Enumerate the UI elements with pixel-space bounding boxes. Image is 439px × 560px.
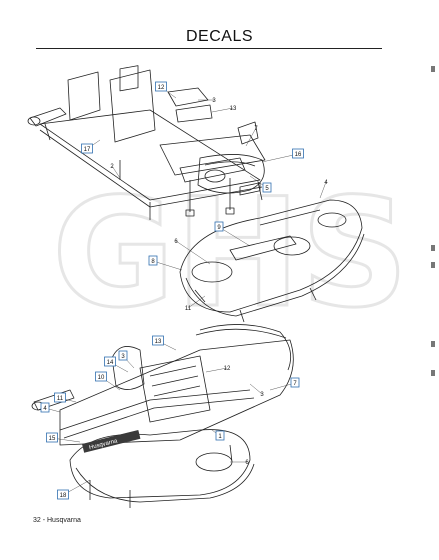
side-mark-5 xyxy=(431,370,435,376)
callout-c17: 17 xyxy=(81,139,101,154)
callout-label: 14 xyxy=(107,360,114,366)
callout-label: 13 xyxy=(155,339,162,345)
callout-c6b: 6 xyxy=(230,460,249,466)
callout-label: 3 xyxy=(212,98,216,104)
callout-c7b: 7 xyxy=(269,377,300,391)
callout-box xyxy=(148,255,158,266)
callout-c16: 16 xyxy=(261,148,304,163)
leader-line xyxy=(319,181,327,199)
callout-layer: 12 3 13 7 17 2 16 5 4 9 6 8 11 13 3 14 10 12 7 4 11 3 1 15 6 18 xyxy=(40,81,328,500)
leader-line xyxy=(187,295,206,309)
callout-c11b: 11 xyxy=(54,392,77,403)
callout-label: 4 xyxy=(43,406,47,412)
brand-decal: Husqvarna xyxy=(81,429,141,453)
callout-label: 6 xyxy=(174,239,178,245)
callout-box xyxy=(46,432,58,443)
mower-assembly-bottom xyxy=(31,324,294,508)
leader-line xyxy=(218,226,251,247)
callout-box xyxy=(54,392,66,403)
frame-assembly-top xyxy=(27,65,266,220)
leader-line xyxy=(205,367,228,373)
callout-c8: 8 xyxy=(148,255,183,271)
callout-box xyxy=(152,335,164,346)
callout-label: 17 xyxy=(84,147,91,153)
callout-box xyxy=(262,182,272,193)
callout-box xyxy=(118,350,128,361)
callout-c1: 1 xyxy=(211,429,225,441)
callout-c18: 18 xyxy=(57,479,91,500)
callout-label: 16 xyxy=(295,152,302,158)
side-mark-3 xyxy=(431,262,435,268)
callout-label: 7 xyxy=(293,381,297,387)
leader-line xyxy=(211,107,234,113)
callout-c3b: 3 xyxy=(118,350,135,369)
callout-c4a: 4 xyxy=(319,180,328,199)
side-mark-1 xyxy=(431,66,435,72)
callout-c4b: 4 xyxy=(40,402,61,413)
callout-label: 12 xyxy=(224,366,231,372)
callout-box xyxy=(155,81,167,92)
callout-c12b: 12 xyxy=(205,366,231,373)
callout-c7a: 7 xyxy=(245,126,258,147)
callout-c13a: 13 xyxy=(211,106,237,113)
callout-label: 15 xyxy=(49,436,56,442)
callout-c10: 10 xyxy=(95,371,121,391)
callout-label: 11 xyxy=(185,306,192,312)
callout-c2a: 2 xyxy=(110,164,121,179)
leader-line xyxy=(152,260,183,271)
callout-box xyxy=(215,430,225,441)
page-footer: 32 - Husqvarna xyxy=(33,517,81,524)
title-rule xyxy=(36,48,382,49)
callout-label: 12 xyxy=(158,85,165,91)
callout-label: 9 xyxy=(217,225,221,231)
callout-box xyxy=(81,143,93,154)
side-mark-2 xyxy=(431,245,435,251)
leader-line xyxy=(245,127,257,147)
callout-box xyxy=(40,402,50,413)
deck-assembly-middle xyxy=(179,182,365,323)
callout-c13b: 13 xyxy=(152,335,177,351)
callout-box xyxy=(95,371,107,382)
callout-c11a: 11 xyxy=(185,295,206,312)
side-mark-4 xyxy=(431,341,435,347)
page-title: DECALS xyxy=(185,28,254,45)
callout-c15: 15 xyxy=(46,432,81,443)
exploded-diagram: GHS xyxy=(27,65,410,508)
callout-label: 2 xyxy=(110,164,114,170)
callout-box xyxy=(104,356,116,367)
callout-box xyxy=(57,489,69,500)
callout-label: 3 xyxy=(260,392,264,398)
callout-label: 11 xyxy=(57,396,64,402)
leader-line xyxy=(175,240,211,265)
leader-line xyxy=(249,383,263,395)
callout-c3a: 3 xyxy=(198,98,216,104)
callout-label: 8 xyxy=(151,259,155,265)
callout-label: 6 xyxy=(245,460,249,466)
callout-box xyxy=(290,377,300,388)
leader-line xyxy=(111,165,121,179)
callout-label: 10 xyxy=(98,375,105,381)
callout-c6a: 6 xyxy=(174,239,211,265)
callout-box xyxy=(214,221,224,232)
callout-label: 13 xyxy=(230,106,237,112)
callout-c14: 14 xyxy=(104,356,129,373)
callout-label: 7 xyxy=(254,126,258,132)
callout-label: 4 xyxy=(324,180,328,186)
callout-label: 1 xyxy=(218,434,222,440)
callout-c9: 9 xyxy=(214,221,251,247)
callout-c5: 5 xyxy=(249,175,272,193)
callout-box xyxy=(292,148,304,159)
callout-label: 18 xyxy=(60,493,67,499)
callout-c12a: 12 xyxy=(155,81,177,99)
callout-c3c: 3 xyxy=(249,383,264,398)
callout-label: 5 xyxy=(265,186,269,192)
callout-label: 3 xyxy=(121,354,125,360)
leader-line xyxy=(261,153,299,163)
